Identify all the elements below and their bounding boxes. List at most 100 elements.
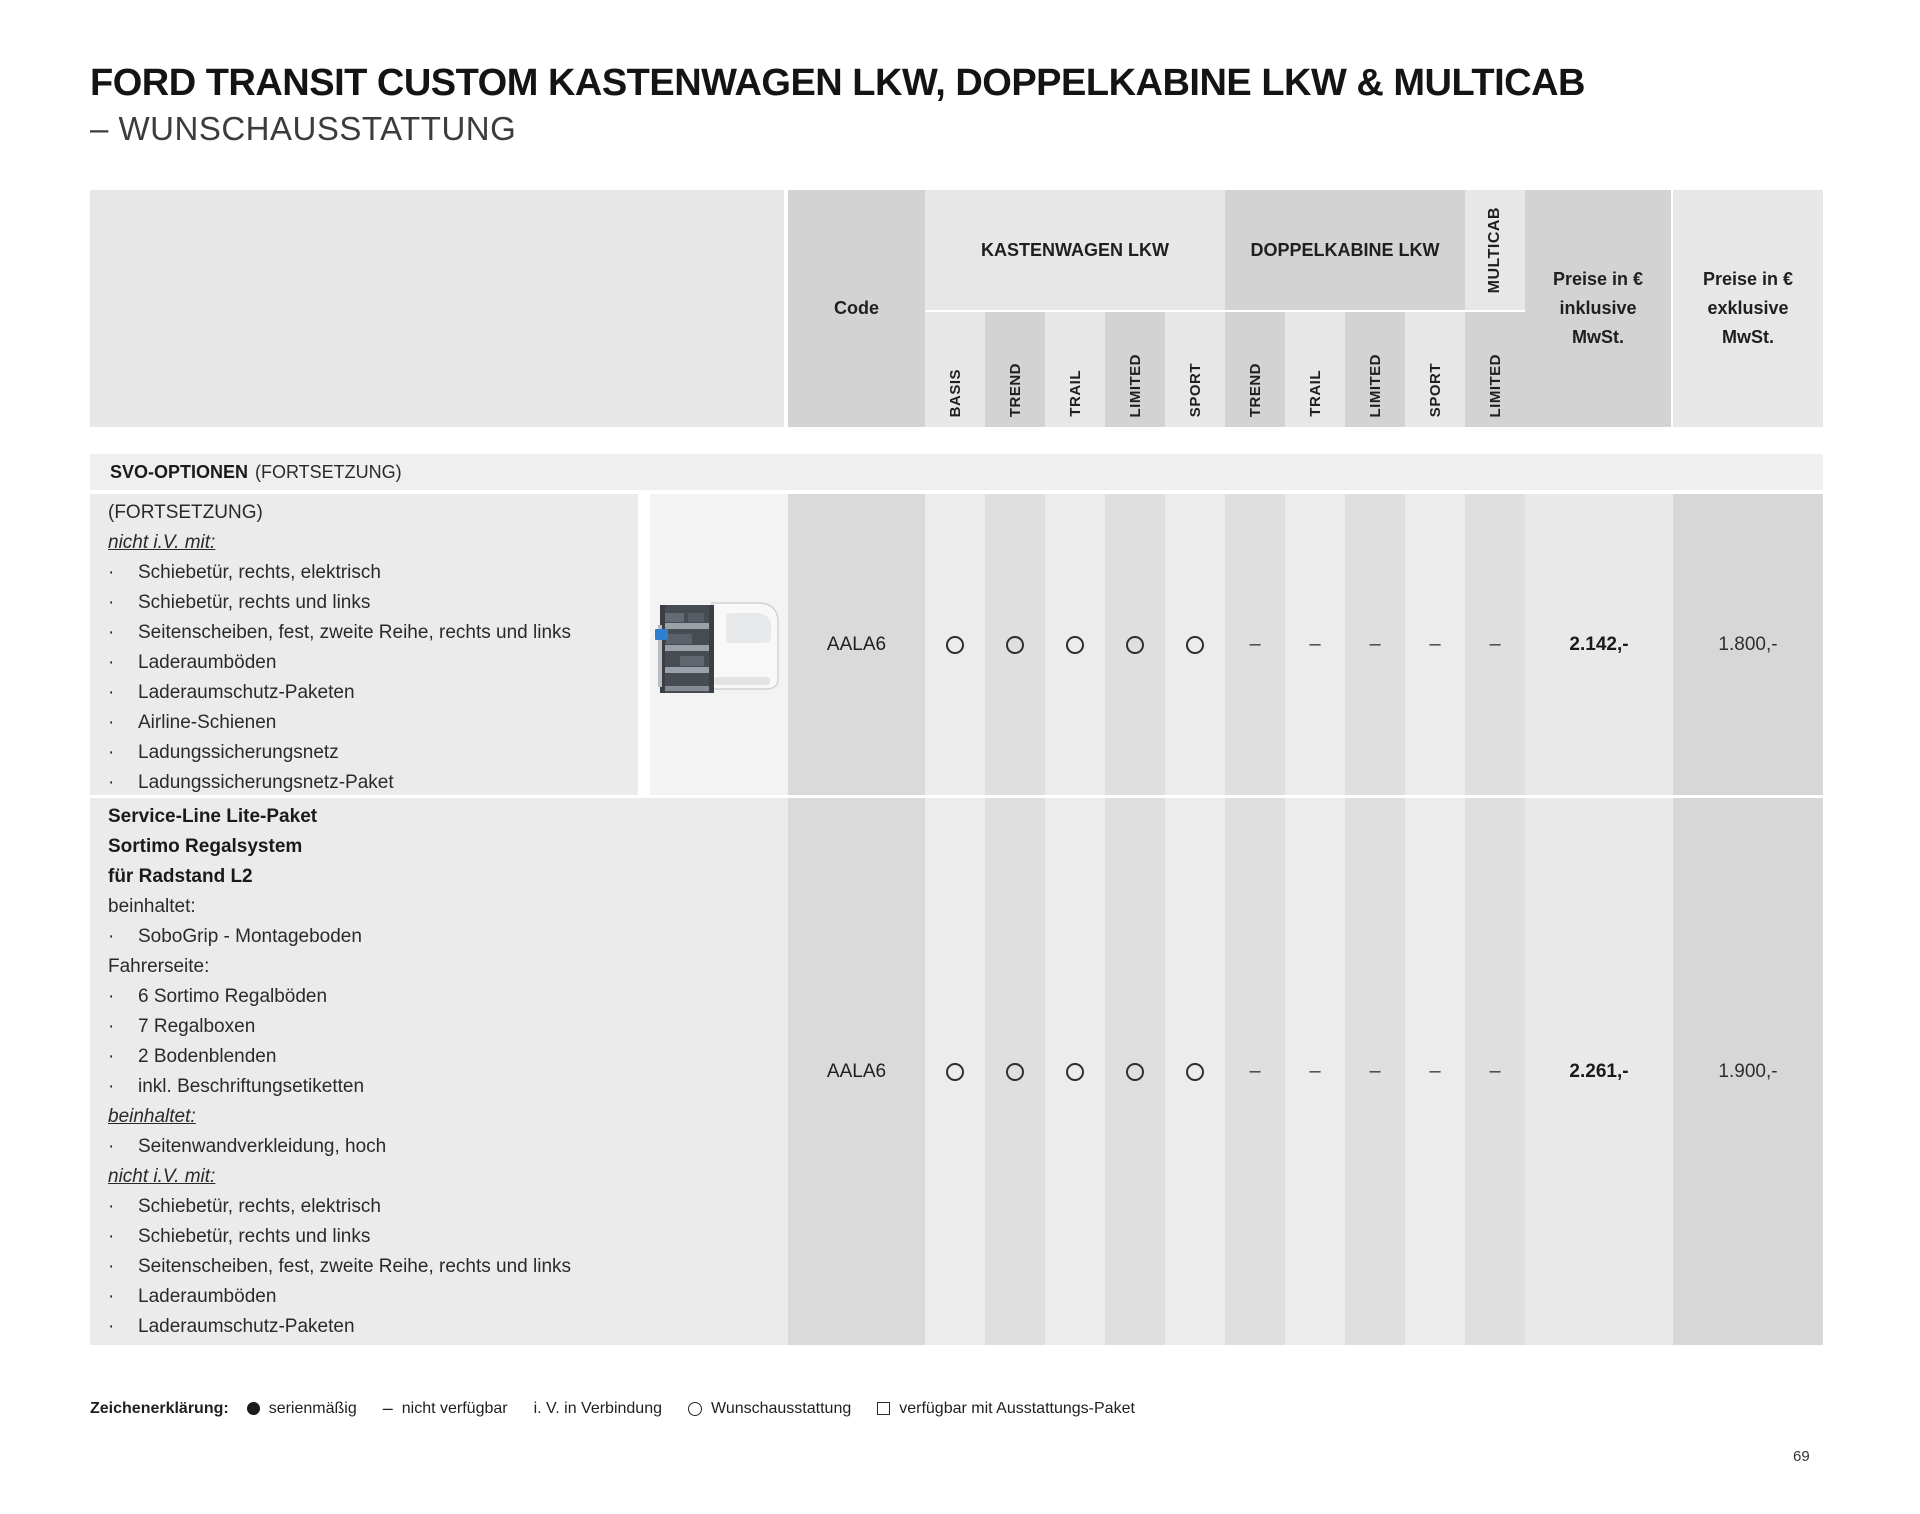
not-available-dash-symbol: –: [1369, 1060, 1381, 1082]
bullet-dot: ·: [108, 1226, 115, 1247]
legend-label: Wunschausstattung: [711, 1399, 852, 1417]
legend-item: Wunschausstattung: [688, 1400, 851, 1418]
bullet-dot: ·: [108, 1136, 115, 1157]
legend-item: verfügbar mit Ausstattungs-Paket: [877, 1400, 1135, 1418]
availability-cell: –: [1345, 494, 1405, 795]
trim-label: LIMITED: [1366, 353, 1384, 418]
trim-column-header: SPORT: [1165, 312, 1225, 427]
bullet-dot: ·: [108, 712, 115, 733]
availability-cell: [925, 798, 985, 1345]
availability-cell: –: [1285, 494, 1345, 795]
description-line: beinhaltet:: [108, 896, 196, 917]
description-bullet-line: ·Airline-Schienen: [90, 708, 638, 738]
bullet-dot: ·: [108, 1256, 115, 1277]
description-line: nicht i.V. mit:: [108, 532, 216, 553]
bullet-dot: ·: [108, 1196, 115, 1217]
not-available-dash-symbol: –: [1249, 1060, 1261, 1082]
description-bullet-line: ·Laderaumschutz-Paketen: [90, 678, 638, 708]
not-available-dash-symbol: –: [1489, 1060, 1501, 1082]
price-excl-cell: 1.900,-: [1673, 798, 1823, 1345]
description-line: Sortimo Regalsystem: [108, 836, 303, 857]
description-bullet-line: ·Ladungssicherungsnetz: [90, 738, 638, 768]
legend-item: i. V. in Verbindung: [534, 1400, 662, 1418]
description-bullet-line: ·Schiebetür, rechts und links: [90, 1222, 788, 1252]
bullet-dot: ·: [108, 772, 115, 793]
availability-cell: –: [1405, 494, 1465, 795]
option-circle-symbol: [946, 1062, 964, 1081]
not-available-dash-symbol: –: [1369, 633, 1381, 655]
price-excl-line2: exklusive: [1707, 298, 1789, 318]
description-bullet-line: ·Schiebetür, rechts und links: [90, 588, 638, 618]
option-circle-symbol: [1126, 1062, 1144, 1081]
code-cell: AALA6: [788, 494, 925, 795]
trim-label: TREND: [1246, 362, 1264, 417]
page-title: FORD TRANSIT CUSTOM KASTENWAGEN LKW, DOP…: [90, 62, 1585, 104]
trim-label: TRAIL: [1066, 370, 1084, 417]
legend-label: serienmäßig: [268, 1399, 357, 1417]
option-circle-symbol: [946, 635, 964, 654]
availability-cell: –: [1225, 798, 1285, 1345]
description-line: (FORTSETZUNG): [108, 502, 263, 523]
description-bullet-line: ·inkl. Beschriftungsetiketten: [90, 1072, 788, 1102]
price-incl-cell: 2.261,-: [1525, 798, 1673, 1345]
price-incl-cell: 2.142,-: [1525, 494, 1673, 795]
description-line: Service-Line Lite-Paket: [108, 806, 318, 827]
availability-cell: –: [1285, 798, 1345, 1345]
availability-cell: [985, 494, 1045, 795]
availability-cell: [1165, 494, 1225, 795]
option-circle-symbol: [1126, 635, 1144, 654]
trim-column-header: TRAIL: [1045, 312, 1105, 427]
description-bullet-line: ·2 Bodenblenden: [90, 1042, 788, 1072]
description-line: Fahrerseite:: [108, 956, 210, 977]
trim-label: LIMITED: [1486, 353, 1504, 418]
multicab-label: MULTICAB: [1486, 206, 1503, 294]
availability-cell: –: [1465, 494, 1525, 795]
not-available-dash-symbol: –: [1429, 1060, 1441, 1082]
trim-label: SPORT: [1186, 362, 1204, 417]
legend-label: i. V. in Verbindung: [533, 1399, 662, 1417]
availability-cell: [925, 494, 985, 795]
group-header-doppelkabine: DOPPELKABINE LKW: [1225, 190, 1465, 310]
description-bullet-line: ·Seitenwandverkleidung, hoch: [90, 1132, 788, 1162]
not-available-dash-symbol: –: [1429, 633, 1441, 655]
legend-label: nicht verfügbar: [401, 1399, 508, 1417]
availability-cell: [1165, 798, 1225, 1345]
trim-label: SPORT: [1426, 362, 1444, 417]
header-spacer: [90, 190, 784, 427]
availability-cell: [985, 798, 1045, 1345]
dash-icon: –: [382, 1398, 393, 1418]
group-header-multicab: MULTICAB: [1465, 190, 1525, 310]
bullet-dot: ·: [108, 1286, 115, 1307]
option-circle-symbol: [1186, 1062, 1204, 1081]
price-excl-header: Preise in € exklusive MwSt.: [1673, 190, 1823, 427]
description-line: nicht i.V. mit:: [108, 1166, 216, 1187]
bullet-dot: ·: [108, 562, 115, 583]
trim-column-header: TREND: [985, 312, 1045, 427]
section-header: SVO-OPTIONEN (FORTSETZUNG): [90, 454, 1823, 490]
legend-label: verfügbar mit Ausstattungs-Paket: [899, 1399, 1135, 1417]
availability-cell: [1045, 494, 1105, 795]
code-column-header: Code: [788, 190, 925, 427]
availability-cell: –: [1465, 798, 1525, 1345]
option-circle-symbol: [1006, 635, 1024, 654]
van-shelving-image: [655, 601, 779, 693]
column-gap: [638, 494, 650, 795]
square-icon: [877, 1402, 891, 1415]
description-bullet-line: ·Seitenscheiben, fest, zweite Reihe, rec…: [90, 618, 638, 648]
page-subtitle: – WUNSCHAUSSTATTUNG: [90, 110, 517, 147]
trim-label: TRAIL: [1306, 370, 1324, 417]
trim-column-header: TRAIL: [1285, 312, 1345, 427]
description-bullet-line: ·6 Sortimo Regalböden: [90, 982, 788, 1012]
section-title: SVO-OPTIONEN: [110, 461, 249, 482]
availability-cell: –: [1225, 494, 1285, 795]
options-price-table: Code KASTENWAGEN LKW DOPPELKABINE LKW MU…: [90, 190, 1823, 1345]
description-bullet-line: ·Laderaumschutz-Paketen: [90, 1312, 788, 1342]
legend: Zeichenerklärung: serienmäßig–nicht verf…: [90, 1398, 1161, 1419]
not-available-dash-symbol: –: [1309, 1060, 1321, 1082]
price-excl-line3: MwSt.: [1722, 327, 1774, 347]
legend-item: serienmäßig: [246, 1399, 357, 1418]
description-bullet-line: ·Schiebetür, rechts, elektrisch: [90, 558, 638, 588]
trim-label: TREND: [1006, 362, 1024, 417]
